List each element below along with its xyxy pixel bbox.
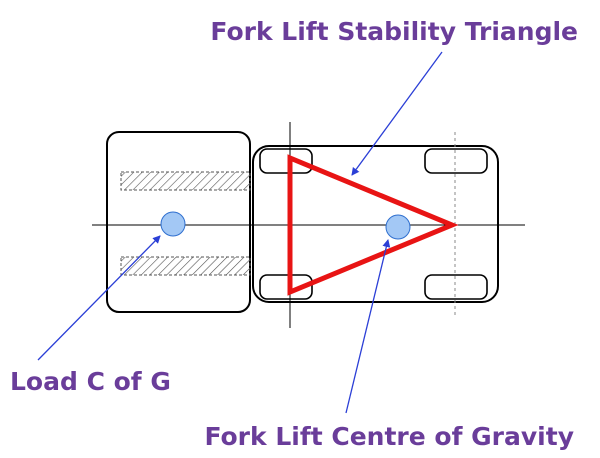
front-left-wheel <box>259 148 313 174</box>
fork-tine-upper <box>120 171 251 191</box>
rear-right-wheel <box>424 274 488 300</box>
forklift-cog-dot <box>385 214 411 240</box>
stability-triangle-label: Fork Lift Stability Triangle <box>210 17 578 46</box>
stability-triangle-pointer <box>351 51 443 176</box>
load-cog-pointer <box>37 235 161 361</box>
forklift-cog-label: Fork Lift Centre of Gravity <box>204 422 574 451</box>
forklift-body <box>252 145 499 303</box>
stability-triangle <box>287 154 459 296</box>
forklift-cog-pointer <box>345 239 391 414</box>
fork-tine-lower <box>120 256 251 276</box>
front-right-wheel <box>259 274 313 300</box>
rear-left-wheel <box>424 148 488 174</box>
load-cog-label: Load C of G <box>10 367 171 396</box>
load-cog-dot <box>160 211 186 237</box>
